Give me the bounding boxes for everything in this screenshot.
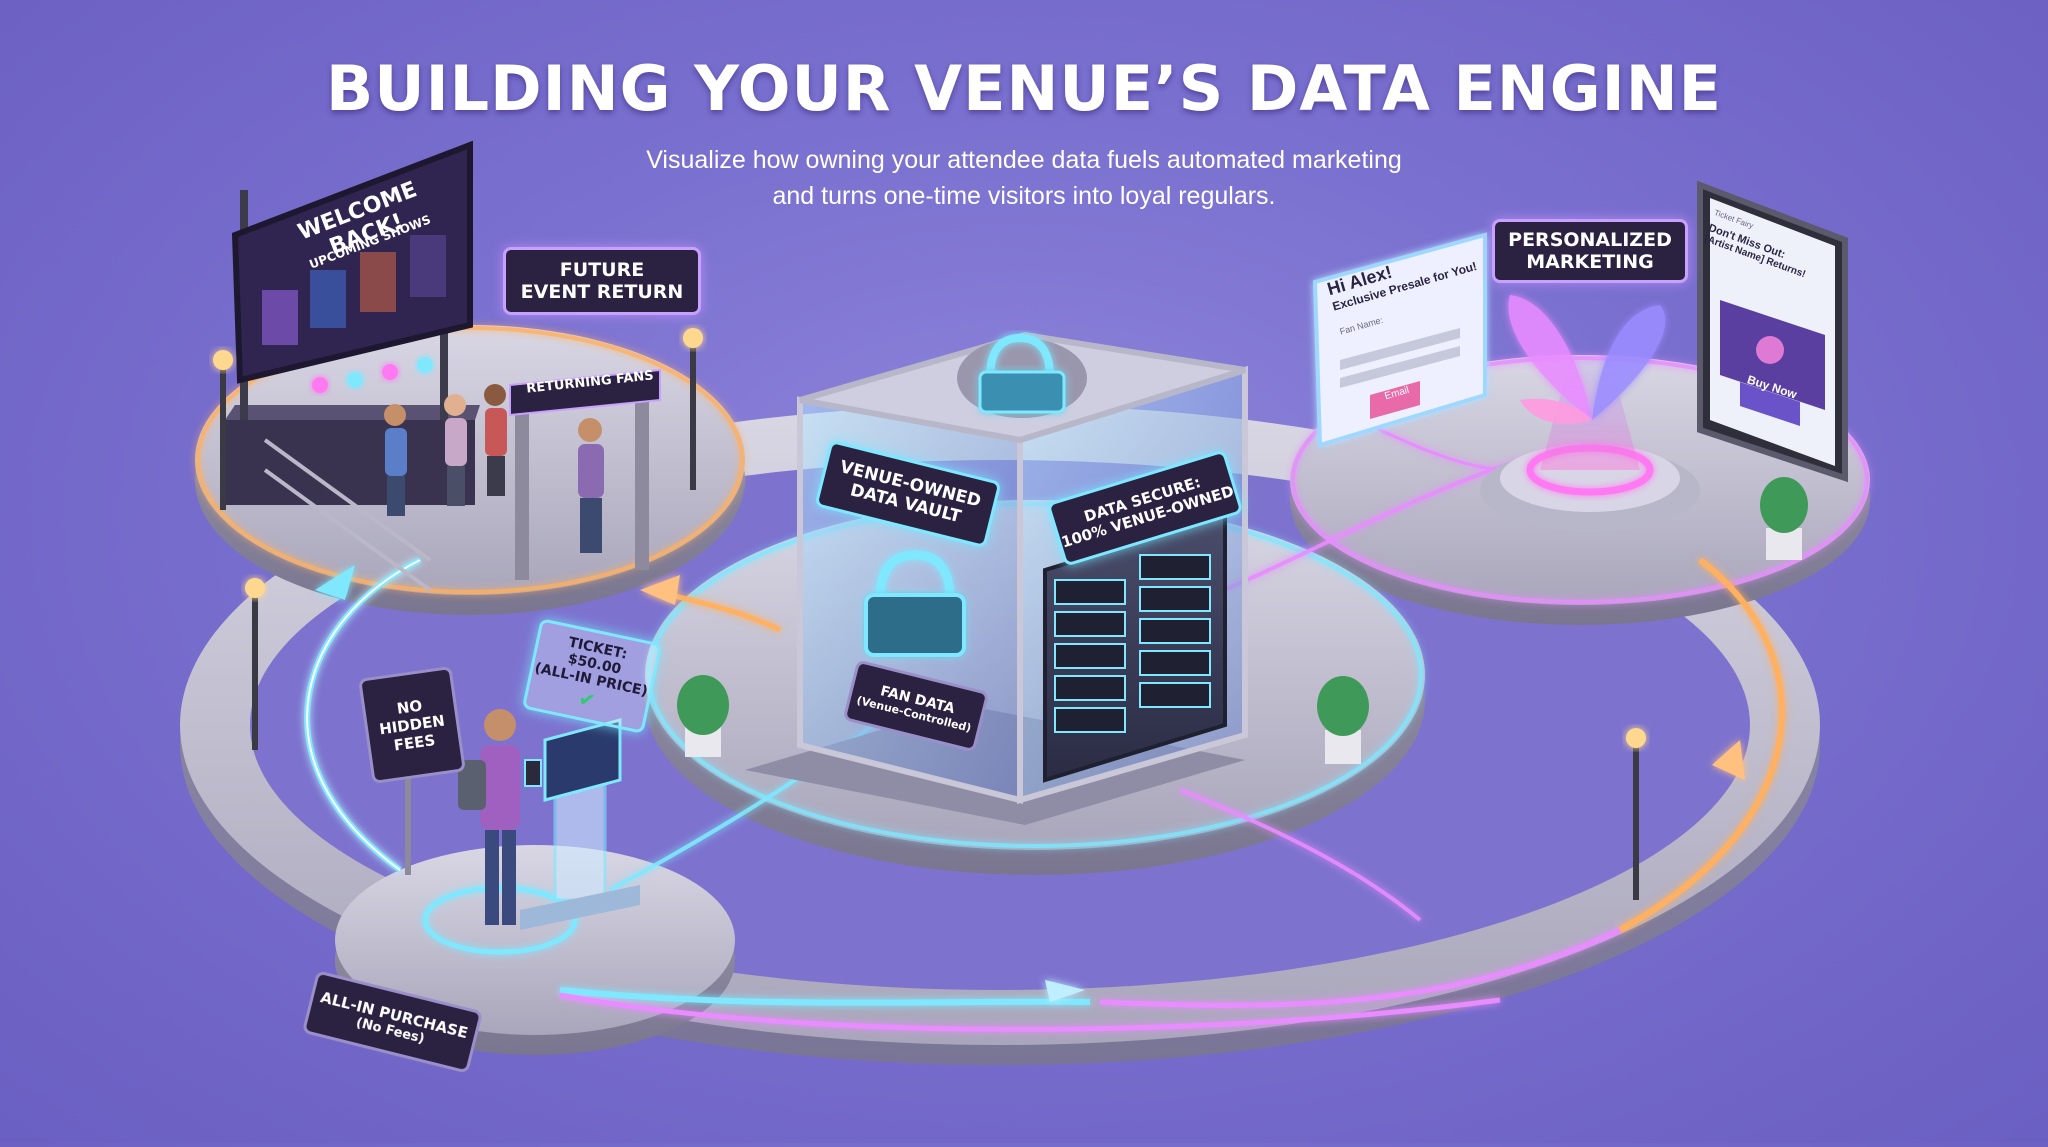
page-subtitle: Visualize how owning your attendee data … [0, 142, 2048, 214]
future-event-line-2: EVENT RETURN [520, 281, 684, 303]
page-title: BUILDING YOUR VENUE’S DATA ENGINE [326, 52, 1722, 125]
no-hidden-fees-sign: NO HIDDEN FEES [358, 665, 466, 785]
email-card-shape [1312, 232, 1487, 448]
sign-posts [405, 770, 411, 875]
butterfly-hologram [1480, 295, 1700, 532]
subtitle-line-2: and turns one-time visitors into loyal r… [772, 182, 1276, 210]
returning-fans-gate [263, 368, 661, 592]
future-event-line-1: FUTURE [559, 259, 645, 281]
customer-figure [458, 709, 542, 925]
flow-arrows [315, 565, 1745, 1002]
plants [677, 477, 1808, 764]
phone-device [1697, 180, 1848, 483]
lamp-posts [213, 328, 1646, 900]
concert-stage [225, 140, 480, 505]
kiosk [520, 718, 640, 930]
personalized-line-2: MARKETING [1526, 251, 1654, 273]
future-event-return-label: FUTURE EVENT RETURN [503, 247, 701, 315]
personalized-line-1: PERSONALIZED [1508, 229, 1672, 251]
subtitle-line-1: Visualize how owning your attendee data … [646, 146, 1402, 174]
personalized-marketing-label: PERSONALIZED MARKETING [1492, 219, 1688, 283]
fans-figures [384, 384, 604, 553]
data-vault [745, 331, 1248, 825]
check-icon: ✔ [576, 685, 598, 713]
